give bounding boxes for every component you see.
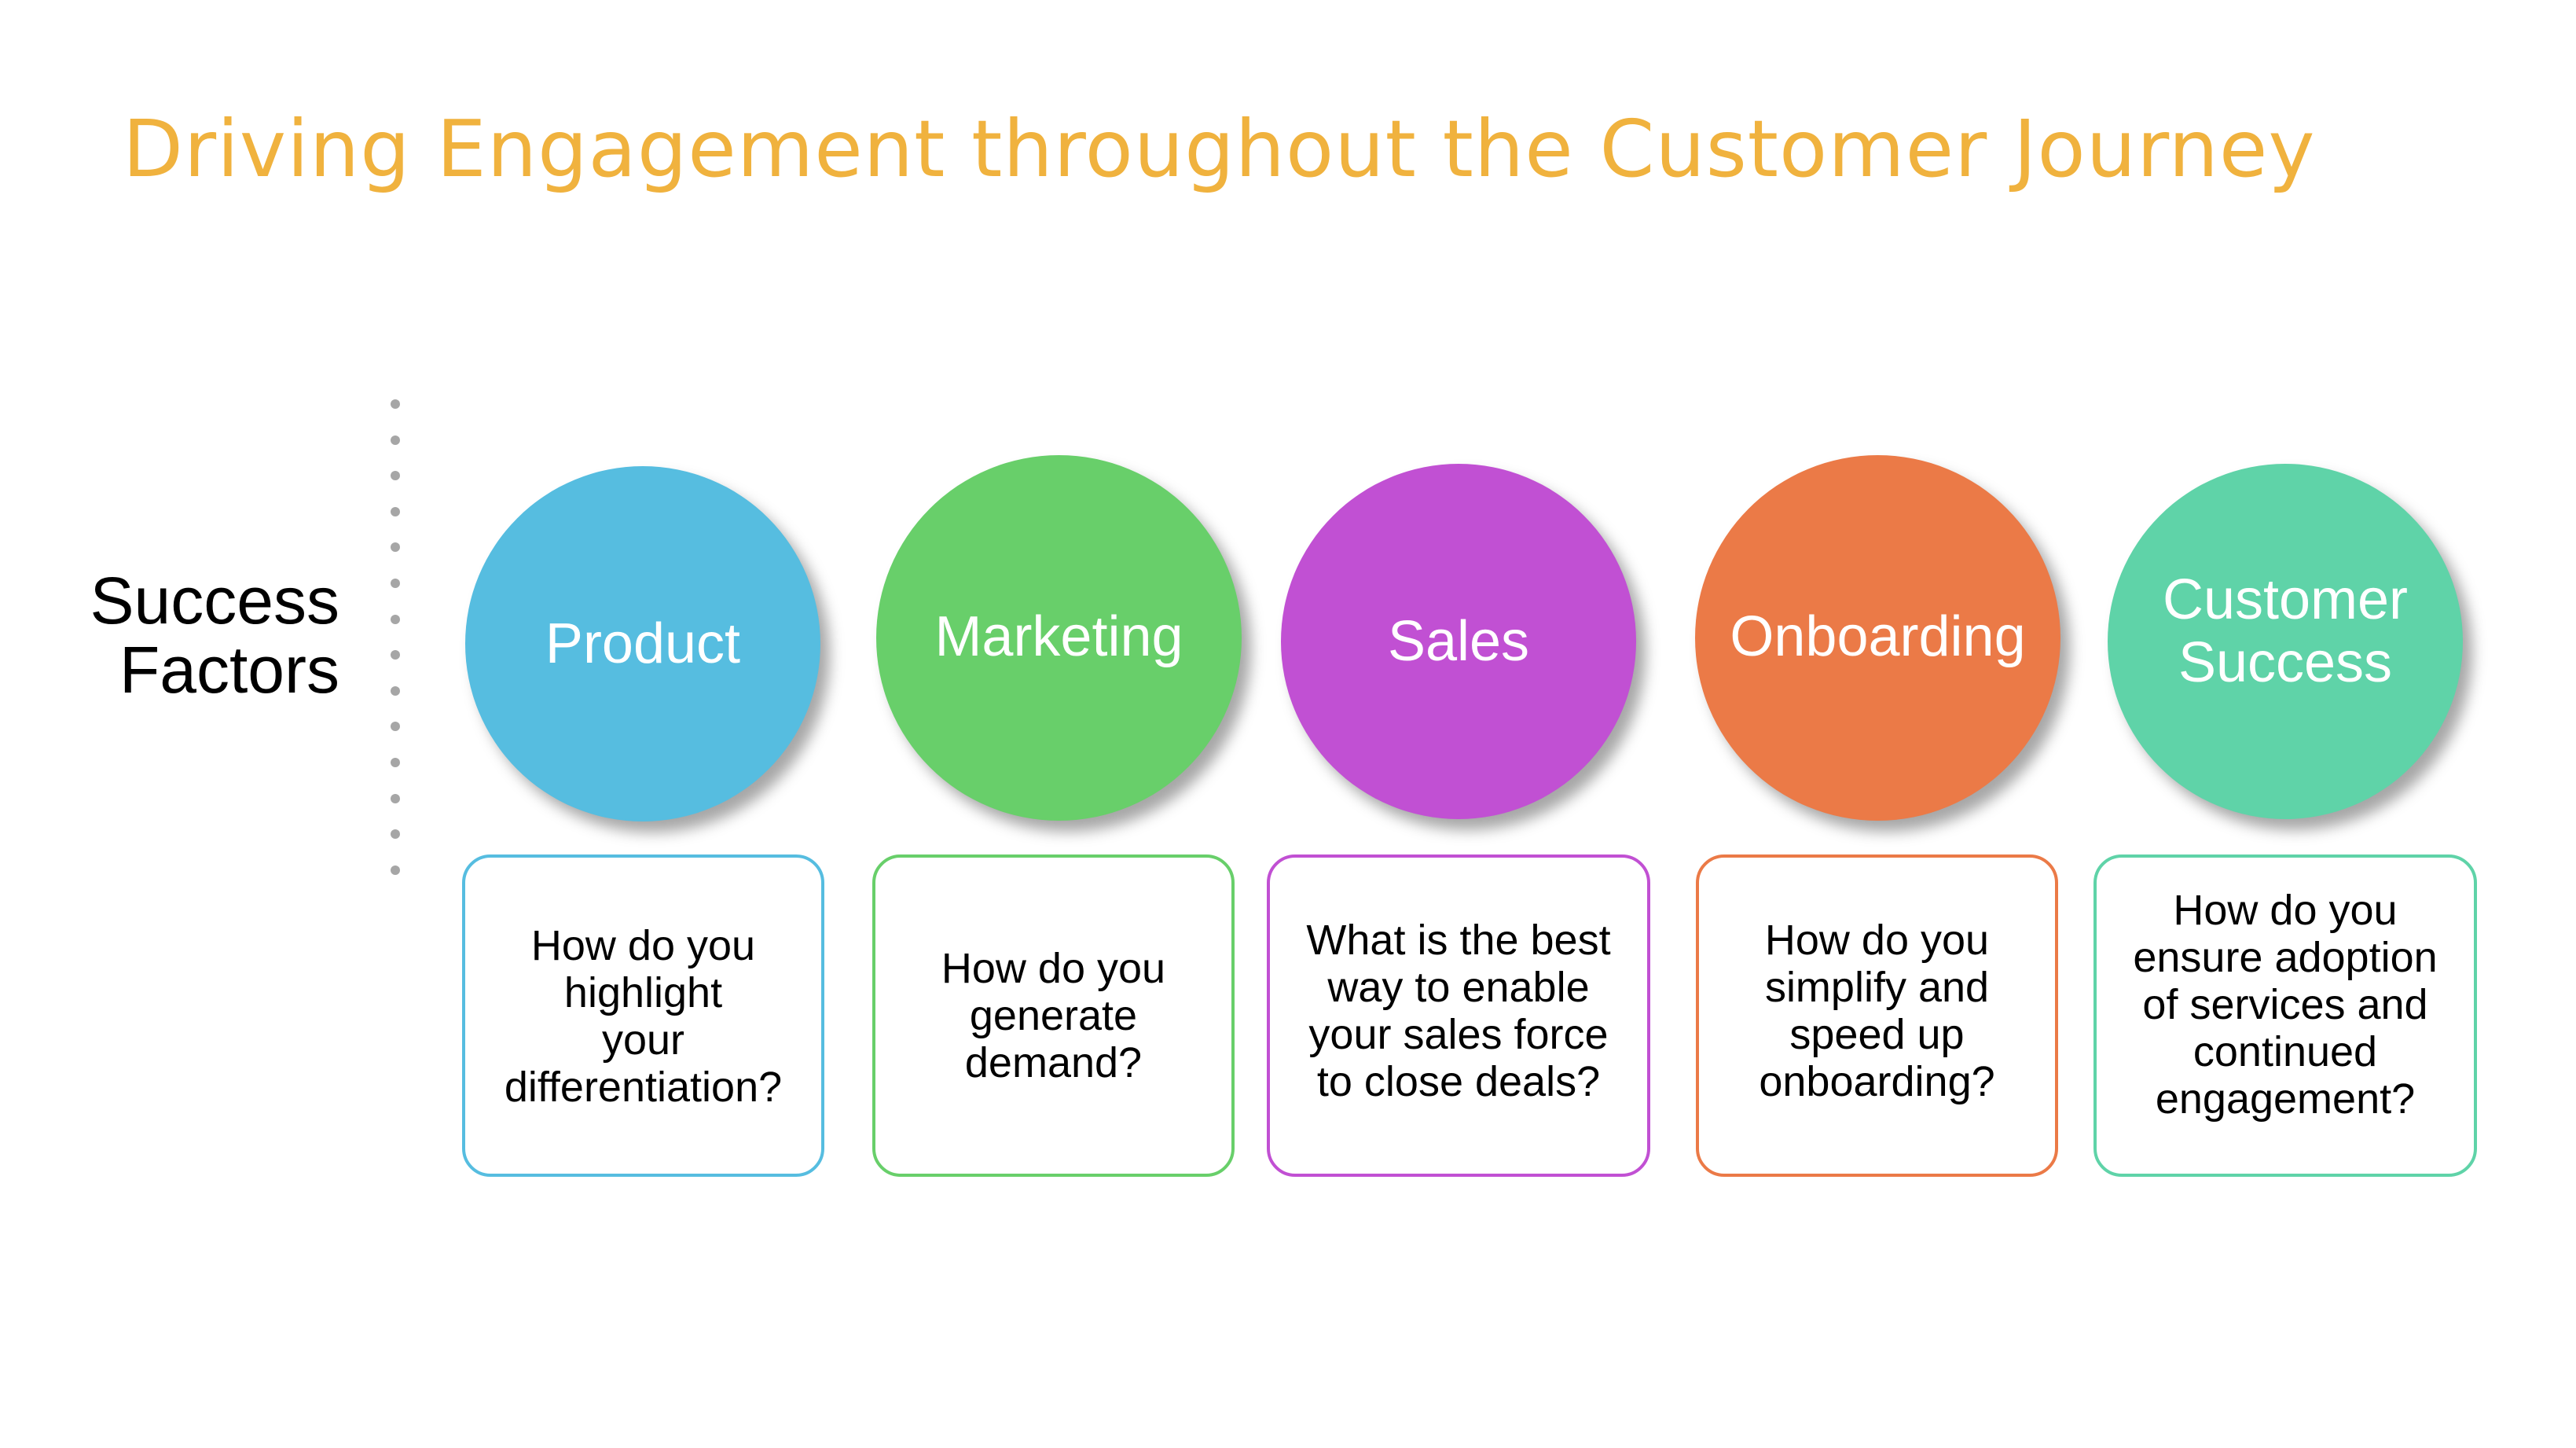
divider-dot	[391, 650, 400, 660]
question-text: How do you generate demand?	[941, 945, 1165, 1086]
question-text: How do you simplify and speed up onboard…	[1759, 917, 1994, 1105]
question-text: How do you highlight your differentiatio…	[505, 922, 782, 1111]
question-line: How do you	[2173, 887, 2398, 934]
stage-circle-customer-success: Customer Success	[2108, 464, 2463, 819]
stage-name-line: Success	[2178, 631, 2393, 694]
divider-dot	[391, 793, 400, 803]
stage-circle-sales: Sales	[1281, 464, 1636, 819]
success-factors-label: Success Factors	[47, 566, 339, 704]
divider-dot	[391, 542, 400, 553]
stage-circle-label: Sales	[1388, 610, 1529, 673]
question-line: How do you	[1764, 917, 1990, 964]
question-line: generate	[969, 992, 1138, 1039]
divider-dot	[391, 614, 400, 624]
dotted-divider	[391, 399, 402, 887]
question-line: What is the best	[1306, 917, 1611, 964]
stage-circle-marketing: Marketing	[876, 455, 1242, 821]
question-line: How do you	[530, 922, 756, 969]
stage-circle-product: Product	[465, 466, 820, 821]
question-line: continued	[2193, 1028, 2378, 1075]
question-line: ensure adoption	[2133, 934, 2438, 981]
question-box-marketing: How do you generate demand?	[872, 854, 1235, 1177]
question-box-product: How do you highlight your differentiatio…	[462, 854, 824, 1177]
stage-circle-label: Product	[545, 612, 740, 675]
question-line: engagement?	[2155, 1075, 2416, 1123]
stage-name-line: Customer	[2162, 568, 2409, 631]
question-line: way to enable	[1327, 964, 1590, 1011]
stage-circle-onboarding: Onboarding	[1695, 455, 2060, 821]
stage-circle-label: Customer Success	[2163, 568, 2408, 694]
question-line: speed up	[1789, 1011, 1965, 1058]
stage-name-line: Marketing	[934, 605, 1183, 668]
question-line: differentiation?	[504, 1064, 783, 1111]
question-box-customer-success: How do you ensure adoption of services a…	[2093, 854, 2477, 1177]
question-text: How do you ensure adoption of services a…	[2133, 887, 2437, 1123]
question-line: How do you	[941, 945, 1166, 992]
question-box-onboarding: How do you simplify and speed up onboard…	[1696, 854, 2058, 1177]
question-text: What is the best way to enable your sale…	[1306, 917, 1610, 1105]
question-line: highlight	[563, 969, 723, 1016]
stage-name-line: Onboarding	[1730, 605, 2026, 668]
question-line: your	[601, 1016, 685, 1064]
stage-name-line: Product	[545, 612, 741, 675]
divider-dot	[391, 829, 400, 840]
side-label-line-2: Factors	[119, 633, 339, 707]
question-line: demand?	[964, 1039, 1143, 1086]
divider-dot	[391, 471, 400, 481]
page-title: Driving Engagement throughout the Custom…	[123, 103, 2316, 195]
question-line: to close deals?	[1316, 1058, 1601, 1105]
question-line: of services and	[2142, 981, 2428, 1028]
divider-dot	[391, 685, 400, 696]
question-box-sales: What is the best way to enable your sale…	[1267, 854, 1650, 1177]
divider-dot	[391, 758, 400, 767]
stage-circle-label: Marketing	[934, 605, 1183, 668]
side-label-line-1: Success	[90, 564, 339, 638]
divider-dot	[391, 865, 400, 875]
stage-name-line: Sales	[1387, 610, 1530, 673]
question-line: your sales force	[1308, 1011, 1609, 1058]
divider-dot	[391, 435, 400, 445]
divider-dot	[391, 579, 400, 588]
divider-dot	[391, 506, 400, 516]
divider-dot	[391, 722, 400, 732]
question-line: simplify and	[1764, 964, 1990, 1011]
stage-circle-label: Onboarding	[1730, 605, 2025, 668]
question-line: onboarding?	[1759, 1058, 1995, 1105]
divider-dot	[391, 399, 400, 409]
